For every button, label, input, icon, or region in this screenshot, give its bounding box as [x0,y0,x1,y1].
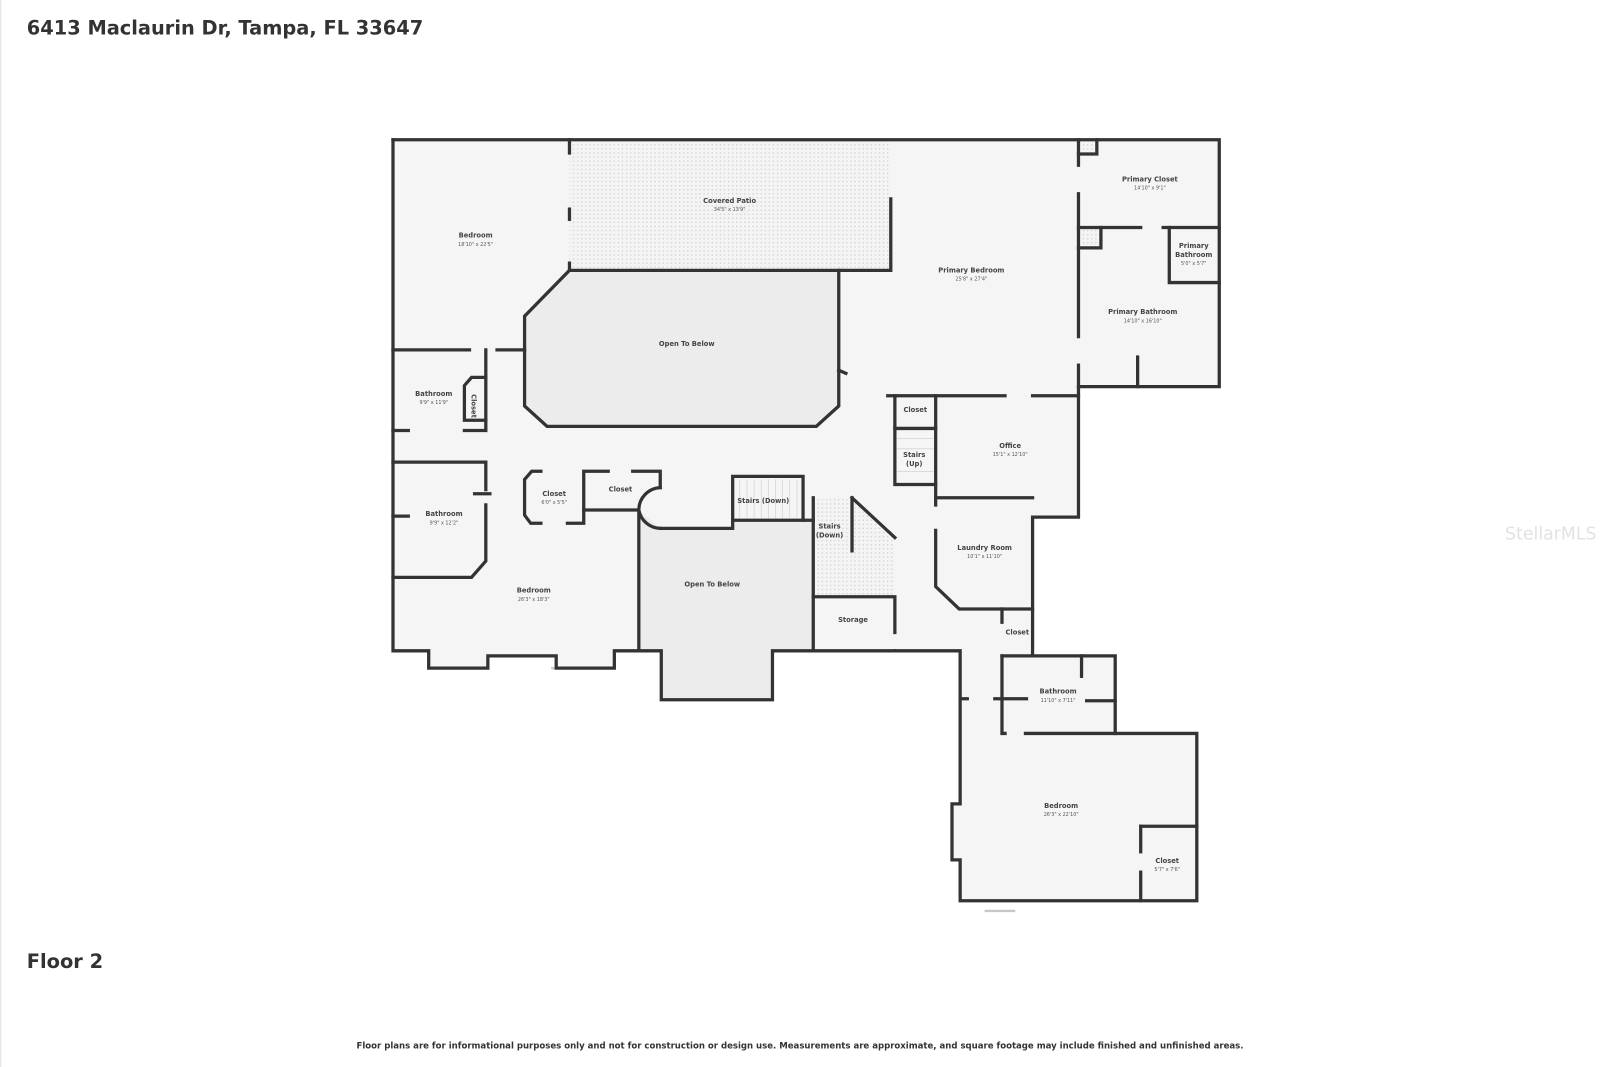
room-dimensions: 5'7" x 7'6" [1154,867,1180,873]
room-dimensions: 18'10" x 22'5" [458,242,493,248]
floor-label: Floor 2 [27,950,103,973]
stairs-down-area [813,497,895,597]
room-label: Bedroom 26'3" x 22'10" [1044,802,1079,818]
room-name: Stairs [818,522,840,530]
room-label: Bedroom 26'3" x 18'3" [517,587,551,603]
room-label: Stairs(Up) [903,451,925,468]
room-label: Laundry Room 10'1" x 11'10" [957,544,1012,560]
room-name: Stairs (Down) [737,497,789,505]
room-label: Primary Closet 14'10" x 9'1" [1122,176,1179,192]
room-name: Closet [1005,628,1029,636]
room-label: Closet [470,394,478,418]
watermark: StellarMLS [1505,525,1596,545]
shaft-area [1080,141,1097,155]
room-dimensions: 14'10" x 9'1" [1134,186,1166,192]
room-name: Bedroom [517,587,551,595]
room-label: Closet 6'0" x 5'5" [541,490,567,506]
room-label: Closet 5'7" x 7'6" [1154,857,1180,873]
exterior-wall [391,138,1221,903]
room-label: Covered Patio 34'5" x 13'9" [703,197,756,213]
room-name: Open To Below [659,340,715,348]
covered-patio-area [569,139,891,271]
property-address: 6413 Maclaurin Dr, Tampa, FL 33647 [27,17,423,40]
open-to-below-area [638,510,814,700]
room-label: Open To Below [659,340,715,348]
room-name: (Up) [906,460,922,468]
room-name: Bathroom [415,390,452,398]
room-dimensions: 26'3" x 22'10" [1044,812,1079,818]
room-label: Bathroom 9'9" x 12'2" [425,510,462,526]
room-label: Bathroom 9'9" x 11'9" [415,390,452,406]
room-name: (Down) [816,532,843,540]
room-label: Primary Bathroom 14'10" x 16'10" [1108,308,1177,324]
room-name: Stairs [903,451,925,459]
room-dimensions: 5'0" x 5'7" [1181,261,1207,267]
room-name: Primary Closet [1122,176,1179,184]
room-name: Covered Patio [703,197,756,205]
room-name: Laundry Room [957,544,1012,552]
room-dimensions: 11'10" x 7'11" [1041,698,1076,704]
room-dimensions: 25'8" x 27'4" [955,277,987,283]
room-name: Closet [470,394,478,418]
room-label: Storage [838,616,868,624]
room-name: Bedroom [459,232,493,240]
room-label: Bathroom 11'10" x 7'11" [1039,688,1076,704]
room-dimensions: 9'9" x 12'2" [430,520,459,526]
stairs-treads [739,438,934,519]
room-dimensions: 6'0" x 5'5" [541,500,567,506]
room-name: Bathroom [1039,688,1076,696]
room-dimensions: 9'9" x 11'9" [419,400,448,406]
room-label: Closet [609,486,633,494]
room-label: Bedroom 18'10" x 22'5" [458,232,493,248]
room-name: Office [999,442,1021,450]
room-dimensions: 15'1" x 12'10" [993,452,1028,458]
room-label: Closet [903,406,927,414]
room-name: Primary Bedroom [938,266,1004,274]
room-name: Open To Below [684,581,740,589]
room-label: Closet [1005,628,1029,636]
room-dimensions: 14'10" x 16'10" [1124,318,1162,324]
room-dimensions: 26'3" x 18'3" [518,597,550,603]
walls [391,138,1221,903]
room-name: Bathroom [425,510,462,518]
room-labels: Bedroom 18'10" x 22'5" Covered Patio 34'5" … [415,176,1212,874]
exterior-wall [391,138,815,702]
room-label: Stairs (Down) [737,497,789,505]
disclaimer: Floor plans are for informational purpos… [357,1042,1244,1052]
room-name: Storage [838,616,868,624]
room-name: Bathroom [1175,251,1212,259]
room-dimensions: 10'1" x 11'10" [967,554,1002,560]
room-dimensions: 34'5" x 13'9" [714,207,746,213]
open-to-below-area [524,270,839,427]
room-name: Closet [609,486,633,494]
room-name: Primary Bathroom [1108,308,1177,316]
room-name: Bedroom [1044,802,1078,810]
room-label: Primary Bedroom 25'8" x 27'4" [938,266,1004,282]
room-name: Closet [1155,857,1179,865]
room-name: Closet [542,490,566,498]
shaft-area [1080,229,1101,248]
room-name: Closet [903,406,927,414]
room-label: Office 15'1" x 12'10" [993,442,1028,458]
room-label: Stairs (Down) [816,522,843,539]
room-label: Open To Below [684,581,740,589]
room-name: Primary [1179,242,1209,250]
